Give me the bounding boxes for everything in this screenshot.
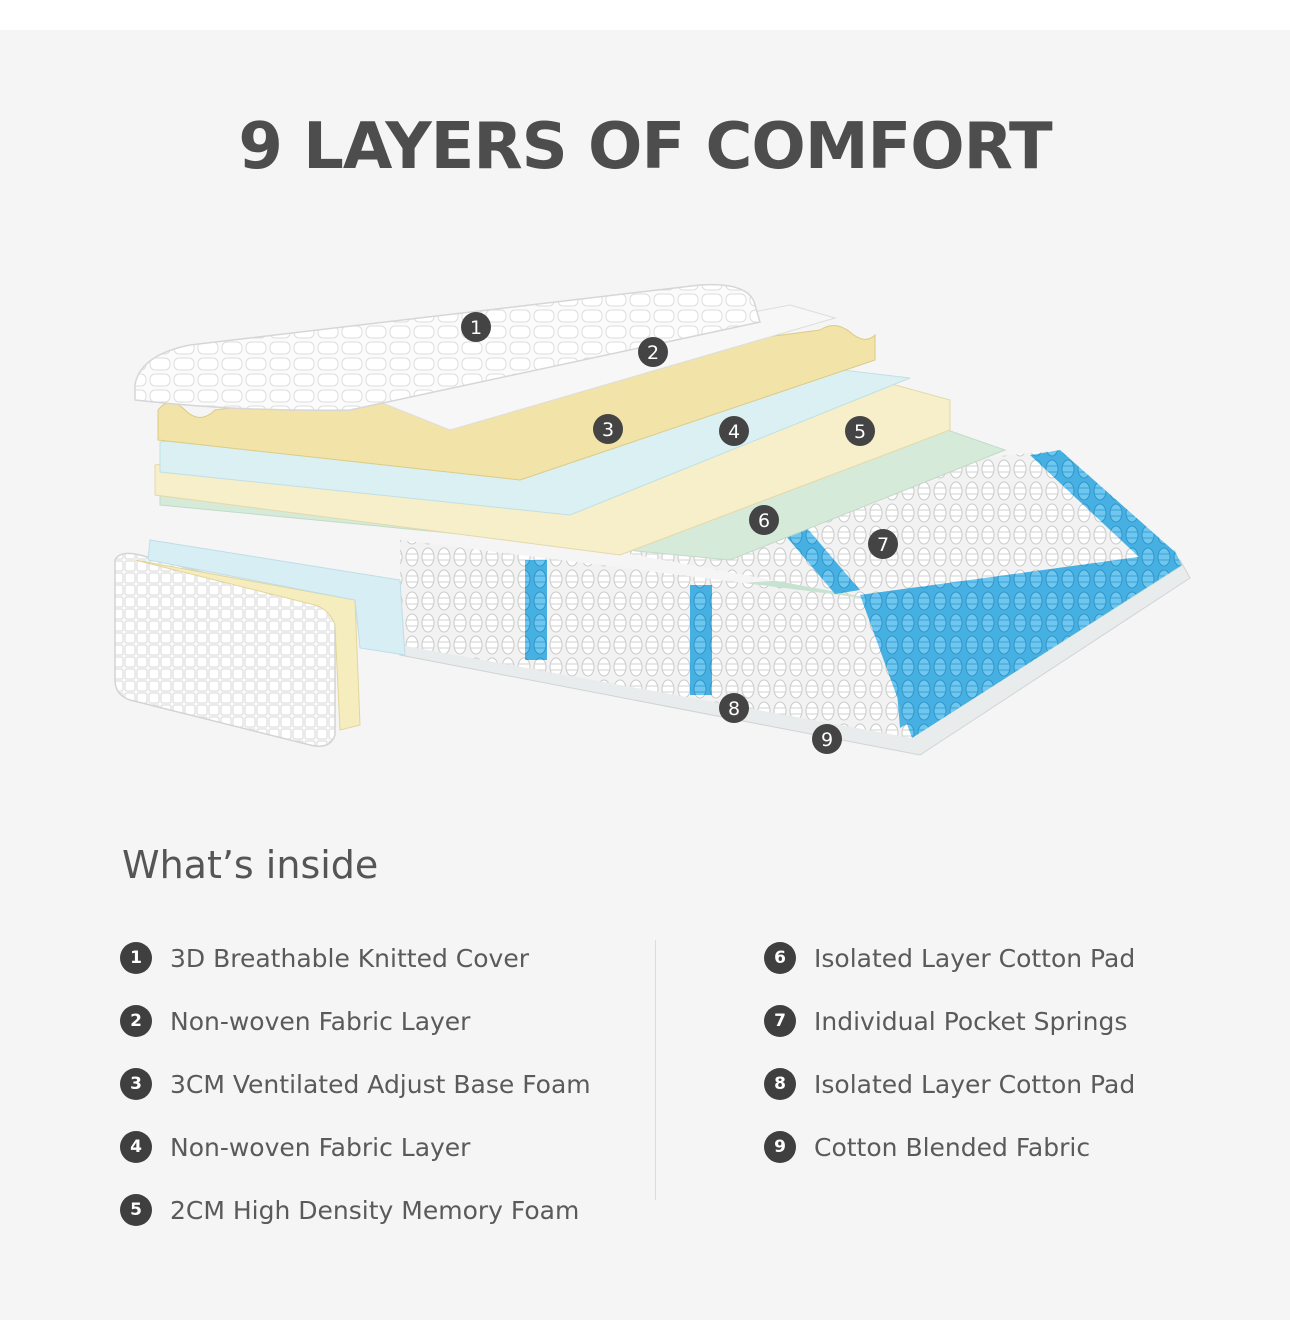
callout-5: 5 — [845, 416, 875, 446]
list-item: 5 2CM High Density Memory Foam — [120, 1192, 591, 1228]
svg-text:2: 2 — [647, 342, 659, 364]
number-badge: 9 — [764, 1131, 796, 1163]
svg-text:8: 8 — [728, 698, 740, 720]
layer-label: Individual Pocket Springs — [814, 1006, 1128, 1036]
number-badge: 5 — [120, 1194, 152, 1226]
list-item: 1 3D Breathable Knitted Cover — [120, 940, 591, 976]
number-badge: 6 — [764, 942, 796, 974]
number-badge: 1 — [120, 942, 152, 974]
number-badge: 2 — [120, 1005, 152, 1037]
callout-6: 6 — [749, 505, 779, 535]
callout-4: 4 — [719, 416, 749, 446]
callout-8: 8 — [719, 693, 749, 723]
layer-list-right: 6 Isolated Layer Cotton Pad 7 Individual… — [764, 940, 1135, 1192]
spring-block-side-face — [860, 552, 1180, 728]
spring-strip-top-blue-1 — [1030, 450, 1175, 558]
layer-list-left: 1 3D Breathable Knitted Cover 2 Non-wove… — [120, 940, 591, 1255]
layer-label: 2CM High Density Memory Foam — [170, 1195, 580, 1225]
list-item: 3 3CM Ventilated Adjust Base Foam — [120, 1066, 591, 1102]
list-item: 4 Non-woven Fabric Layer — [120, 1129, 591, 1165]
layer-label: Non-woven Fabric Layer — [170, 1006, 471, 1036]
callout-3: 3 — [593, 414, 623, 444]
svg-text:3: 3 — [602, 419, 614, 441]
peeled-foam-yellow — [134, 559, 361, 731]
layer-label: Isolated Layer Cotton Pad — [814, 1069, 1136, 1099]
layer-1-knitted-cover — [134, 283, 761, 412]
svg-text:4: 4 — [728, 421, 740, 443]
layer-label: 3CM Ventilated Adjust Base Foam — [170, 1069, 591, 1099]
layer-label: Cotton Blended Fabric — [814, 1132, 1091, 1162]
list-item: 7 Individual Pocket Springs — [764, 1003, 1135, 1039]
callout-1: 1 — [461, 312, 491, 342]
page-title: 9 LAYERS OF COMFORT — [238, 110, 1052, 184]
layer-label: Non-woven Fabric Layer — [170, 1132, 471, 1162]
number-badge: 8 — [764, 1068, 796, 1100]
callout-2: 2 — [638, 337, 668, 367]
mattress-layers-diagram: 1 2 3 4 5 6 7 8 — [100, 260, 1220, 800]
callout-7: 7 — [868, 529, 898, 559]
svg-text:5: 5 — [854, 421, 866, 443]
svg-text:6: 6 — [758, 510, 770, 532]
callout-9: 9 — [812, 724, 842, 754]
svg-text:7: 7 — [877, 534, 889, 556]
spring-strip-front-blue-1 — [525, 560, 547, 660]
spring-strip-front-blue-2 — [690, 585, 712, 695]
peeled-fabric-blue — [147, 539, 406, 656]
svg-text:9: 9 — [821, 729, 833, 751]
list-item: 8 Isolated Layer Cotton Pad — [764, 1066, 1135, 1102]
number-badge: 4 — [120, 1131, 152, 1163]
peeled-cover-corner — [114, 552, 336, 747]
svg-text:1: 1 — [470, 317, 482, 339]
layer-label: 3D Breathable Knitted Cover — [170, 943, 529, 973]
list-item: 2 Non-woven Fabric Layer — [120, 1003, 591, 1039]
layer-label: Isolated Layer Cotton Pad — [814, 943, 1136, 973]
number-badge: 3 — [120, 1068, 152, 1100]
list-item: 6 Isolated Layer Cotton Pad — [764, 940, 1135, 976]
list-item: 9 Cotton Blended Fabric — [764, 1129, 1135, 1165]
section-subtitle: What’s inside — [122, 843, 379, 887]
number-badge: 7 — [764, 1005, 796, 1037]
column-divider — [655, 940, 656, 1200]
